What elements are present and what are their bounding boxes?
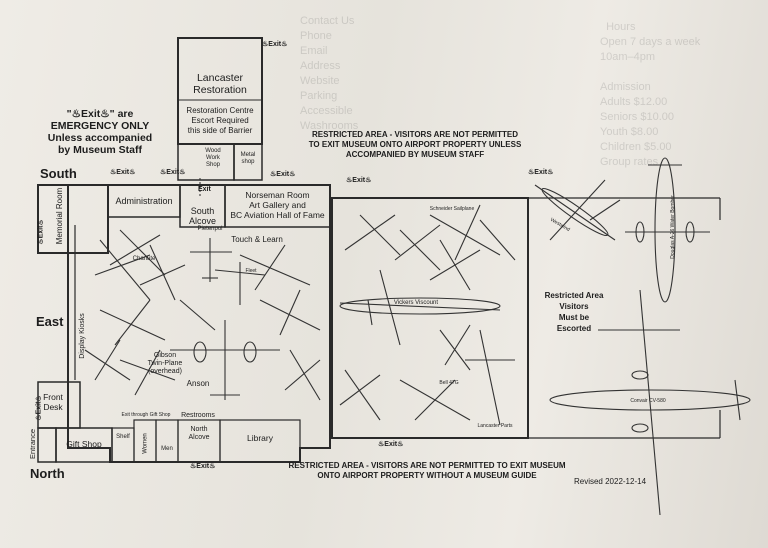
emergency-line-3: Unless accompanied xyxy=(47,132,153,144)
north-alcove-line-2: Alcove xyxy=(188,434,210,441)
exit-marker-lancaster: ♨Exit♨ xyxy=(262,41,288,48)
library-label: Library xyxy=(247,433,273,443)
display-kiosks-label: Display Kiosks xyxy=(79,313,86,359)
norseman-line-1: Norseman Room xyxy=(245,190,310,200)
restricted-top-line-3: ACCOMPANIED BY MUSEUM STAFF xyxy=(345,150,485,159)
women-restroom-label: Women xyxy=(142,433,149,454)
bell-label: Bell 47G xyxy=(439,380,459,386)
restoration-line-3: this side of Barrier xyxy=(187,126,253,135)
escort-line-4: Escorted xyxy=(556,324,592,333)
plane-douglas-a26 xyxy=(625,157,710,303)
exit-marker-south-1: ♨Exit♨ xyxy=(110,169,136,176)
escort-line-1: Restricted Area xyxy=(544,291,604,300)
lancaster-parts-label: Lancaster Parts xyxy=(477,423,513,429)
exit-marker-hangar-top: ♨Exit♨ xyxy=(346,177,372,184)
norseman-line-3: BC Aviation Hall of Fame xyxy=(230,210,325,220)
emergency-line-2: EMERGENCY ONLY xyxy=(50,120,150,132)
exit-marker-hangar-bottom: ♨Exit♨ xyxy=(378,441,404,448)
lancaster-line-1: Lancaster xyxy=(196,72,244,84)
restricted-bottom-line-2: ONTO AIRPORT PROPERTY WITHOUT A MUSEUM G… xyxy=(317,471,537,480)
plane-anson xyxy=(170,299,321,401)
wood-shop-label: Wood Work Shop xyxy=(198,148,228,169)
compass-north: North xyxy=(30,466,65,481)
exit-marker-south-2: ♨Exit♨ xyxy=(160,169,186,176)
exit-gift-shop-label: Exit through Gift Shop xyxy=(121,412,171,418)
exit-marker-south-3: ♨Exit♨ xyxy=(270,171,296,178)
restricted-top-line-1: RESTRICTED AREA - VISITORS ARE NOT PERMI… xyxy=(311,130,519,139)
wood-shop-line-1: Wood xyxy=(205,148,221,154)
plane-vickers-viscount xyxy=(339,269,501,346)
gibson-line-1: Gibson xyxy=(153,352,177,359)
front-desk-line-2: Desk xyxy=(43,402,63,412)
emergency-line-4: by Museum Staff xyxy=(57,144,142,156)
south-alcove-line-1: South xyxy=(190,206,215,216)
restricted-top-line-2: TO EXIT MUSEUM ONTO AIRPORT PROPERTY UNL… xyxy=(308,140,522,149)
exit-marker-north: ♨Exit♨ xyxy=(190,463,216,470)
front-desk-label: Front Desk xyxy=(38,392,68,412)
restoration-line-1: Restoration Centre xyxy=(186,106,254,115)
gibson-line-3: (overhead) xyxy=(148,368,182,375)
touch-learn-label: Touch & Learn xyxy=(231,235,283,244)
restricted-bottom-line-1: RESTRICTED AREA - VISITORS ARE NOT PERMI… xyxy=(288,461,566,470)
exit-marker-memorial: ♨Exit♨ xyxy=(37,219,45,245)
restricted-notice-bottom: RESTRICTED AREA - VISITORS ARE NOT PERMI… xyxy=(282,461,572,481)
north-alcove-line-1: North xyxy=(190,426,208,433)
metal-shop-label: Metal shop xyxy=(234,152,262,166)
fleet-label: Fleet xyxy=(245,268,257,274)
north-alcove-label: North Alcove xyxy=(178,426,220,442)
compass-east: East xyxy=(36,314,64,329)
anson-label: Anson xyxy=(186,379,210,388)
plane-pietenpol xyxy=(190,238,232,282)
convair-label: Convair CV-580 xyxy=(630,398,666,404)
wood-shop-line-2: Work xyxy=(206,155,220,161)
vickers-viscount-label: Vickers Viscount xyxy=(393,300,439,306)
restrooms-label: Restrooms xyxy=(181,412,215,419)
administration-label: Administration xyxy=(115,196,173,206)
plane-westwind xyxy=(534,179,621,241)
restricted-escort-notice: Restricted Area Visitors Must be Escorte… xyxy=(538,290,610,334)
exit-marker-restricted: ♨Exit♨ xyxy=(528,169,554,176)
restricted-notice-top: RESTRICTED AREA - VISITORS ARE NOT PERMI… xyxy=(300,130,530,160)
wood-shop-line-3: Shop xyxy=(205,162,220,168)
revised-date: Revised 2022-12-14 xyxy=(573,477,647,486)
restoration-centre-label: Restoration Centre Escort Required this … xyxy=(178,106,262,136)
gift-shop-label: Gift Shop xyxy=(66,439,102,449)
douglas-label: Douglas A-26 Water Bomber xyxy=(670,195,676,259)
exit-marker-entrance: ♨Exit♨ xyxy=(35,395,43,421)
emergency-notice: "♨Exit♨" are EMERGENCY ONLY Unless accom… xyxy=(40,108,160,156)
escort-line-3: Must be xyxy=(558,313,590,322)
gibson-label: Gibson Twin-Plane (overhead) xyxy=(140,352,190,376)
emergency-line-1: "♨Exit♨" are xyxy=(66,108,134,120)
men-restroom-label: Men xyxy=(161,446,173,452)
metal-shop-line-2: shop xyxy=(241,159,255,165)
schneider-label: Schneider Sailplane xyxy=(429,206,475,212)
lancaster-line-2: Restoration xyxy=(193,84,247,96)
plane-convair-cv580 xyxy=(549,289,751,516)
lancaster-restoration-label: Lancaster Restoration xyxy=(178,72,262,96)
entrance-label: Entrance xyxy=(28,428,37,460)
pietenpol-label: Pietenpol xyxy=(197,226,223,232)
norseman-room-label: Norseman Room Art Gallery and BC Aviatio… xyxy=(225,190,330,220)
memorial-room-label: Memorial Room xyxy=(55,187,64,245)
restoration-line-2: Escort Required xyxy=(191,116,249,125)
front-desk-line-1: Front xyxy=(43,392,63,402)
norseman-line-2: Art Gallery and xyxy=(249,200,306,210)
gibson-line-2: Twin-Plane xyxy=(147,360,183,367)
chanute-label: Chanute xyxy=(132,256,156,262)
compass-south: South xyxy=(40,166,77,181)
metal-shop-line-1: Metal xyxy=(240,152,256,158)
south-alcove-line-2: Alcove xyxy=(188,216,216,226)
escort-line-2: Visitors xyxy=(559,302,589,311)
exit-marker-south-alcove: Exit xyxy=(198,186,211,193)
shelf-label: Shelf xyxy=(116,434,130,440)
south-alcove-label: South Alcove xyxy=(180,206,225,226)
